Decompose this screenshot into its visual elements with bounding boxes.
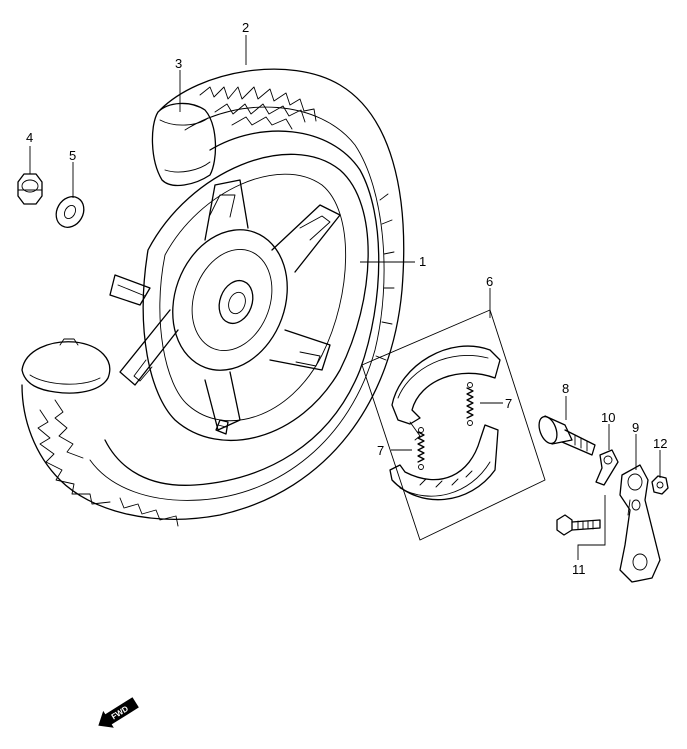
callout-labels: 2 3 4 5 1 6 7 7 8 10 9 12 11	[26, 20, 667, 577]
callout-1: 1	[419, 254, 426, 269]
callout-4: 4	[26, 130, 33, 145]
bolt-part-11	[556, 514, 601, 536]
callout-9: 9	[632, 420, 639, 435]
callout-7-lower: 7	[377, 443, 384, 458]
spring-upper-part-7	[466, 382, 474, 426]
forward-arrow-icon: FWD	[98, 697, 139, 728]
callout-6: 6	[486, 274, 493, 289]
callout-10: 10	[601, 410, 615, 425]
nut-part-12	[651, 475, 669, 495]
nut-part-4	[17, 173, 43, 205]
tire-cut-section-top	[151, 102, 217, 187]
callout-8: 8	[562, 381, 569, 396]
brake-shoe-set-box	[361, 309, 546, 541]
callout-3: 3	[175, 56, 182, 71]
tire	[21, 68, 405, 527]
brake-camshaft-part-8	[538, 415, 596, 456]
wear-indicator-plate-part-10	[595, 449, 619, 486]
callout-7-upper: 7	[505, 396, 512, 411]
brake-shoe-upper	[391, 345, 501, 441]
wheel-rim	[109, 153, 369, 442]
washer-part-5	[55, 196, 85, 228]
spring-lower-part-7	[417, 427, 425, 470]
leader-lines	[29, 35, 661, 560]
tire-cut-section-bottom	[21, 338, 111, 394]
brake-shoe-lower	[389, 424, 499, 501]
callout-5: 5	[69, 148, 76, 163]
callout-12: 12	[653, 436, 667, 451]
callout-11: 11	[572, 562, 586, 577]
brake-cam-lever-part-9	[619, 464, 661, 583]
callout-2: 2	[242, 20, 249, 35]
